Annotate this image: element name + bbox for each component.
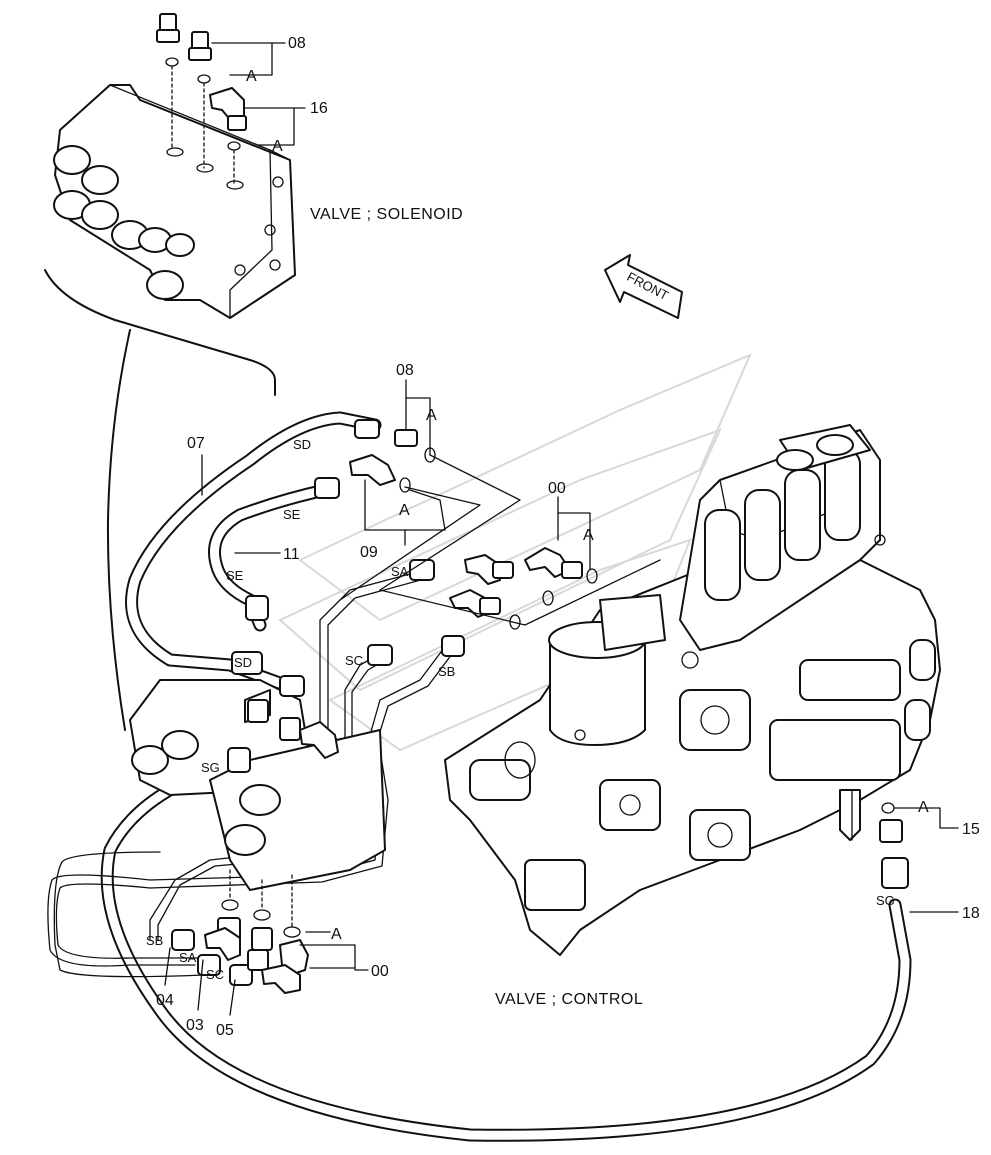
- hose-tag-sa: SA: [179, 950, 197, 965]
- part-number-08-mid: 08: [396, 362, 414, 379]
- seal-marker-a: A: [246, 68, 257, 85]
- solenoid-valve-title: VALVE ; SOLENOID: [310, 206, 463, 223]
- part-number-00-mid: 00: [548, 480, 566, 497]
- part-number-09: 09: [360, 544, 378, 561]
- hose-tag-sc: SC: [206, 967, 224, 982]
- part-number-00-bottom: 00: [371, 963, 389, 980]
- fittings-bottom: [171, 869, 309, 994]
- seal-marker-a: A: [399, 502, 410, 519]
- part-number-16: 16: [310, 100, 328, 117]
- hose-tag-se: SE: [283, 507, 301, 522]
- part-number-04: 04: [156, 992, 174, 1009]
- seal-marker-a: A: [331, 926, 342, 943]
- hoses: [100, 411, 912, 1142]
- seal-marker-a: A: [272, 138, 283, 155]
- seal-marker-a: A: [426, 407, 437, 424]
- part-number-03: 03: [186, 1017, 204, 1034]
- solenoid-valve-body: [53, 84, 296, 319]
- part-number-05: 05: [216, 1022, 234, 1039]
- hose-tag-se: SE: [226, 568, 244, 583]
- seal-marker-a: A: [583, 527, 594, 544]
- fittings-mid: [227, 419, 598, 773]
- part-number-15: 15: [962, 821, 980, 838]
- solenoid-fittings: [156, 13, 247, 186]
- detail-leader: [106, 329, 131, 731]
- leader-lines: [164, 379, 959, 1016]
- detail-frame: [44, 269, 276, 396]
- front-arrow: FRONT: [604, 254, 683, 319]
- hose-tag-sd: SD: [293, 437, 311, 452]
- hose-tag-sg: SG: [876, 893, 895, 908]
- part-number-18: 18: [962, 905, 980, 922]
- hose-tag-sd: SD: [234, 655, 252, 670]
- part-number-07: 07: [187, 435, 205, 452]
- hose-tag-sb: SB: [146, 933, 163, 948]
- seal-marker-a: A: [918, 799, 929, 816]
- hose-tag-sc: SC: [345, 653, 363, 668]
- part-number-11: 11: [283, 546, 300, 563]
- control-valve-title: VALVE ; CONTROL: [495, 991, 643, 1008]
- sg-fittings: [851, 789, 909, 889]
- part-number-08-top: 08: [288, 35, 306, 52]
- control-valve-body: [444, 424, 941, 956]
- hose-tag-sb: SB: [438, 664, 455, 679]
- hose-tag-sg: SG: [201, 760, 220, 775]
- hose-tag-sa: SA: [391, 564, 409, 579]
